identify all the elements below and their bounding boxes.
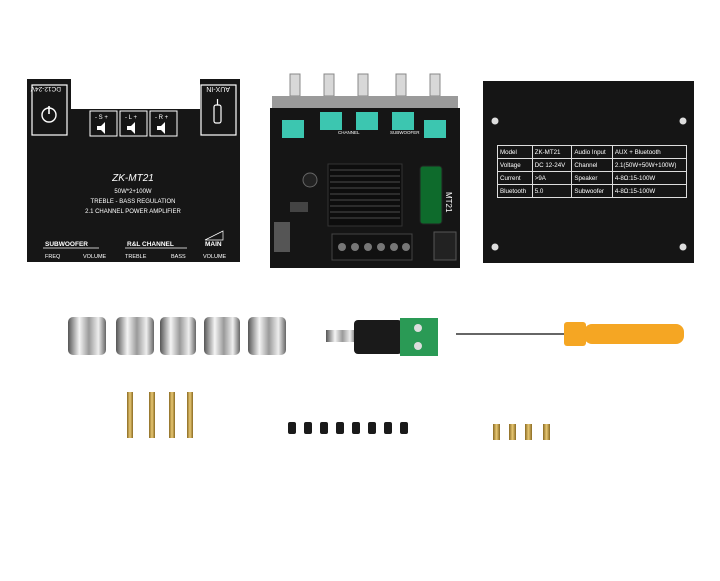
aux-label: AUX-IN (206, 85, 230, 92)
spec-cell: 4-8Ω:15-100W (611, 184, 688, 198)
power-rating: 50W*2+100W (114, 189, 152, 195)
model-name: ZK-MT21 (111, 173, 154, 184)
speaker-terminal-block (331, 233, 413, 261)
power-box (31, 84, 68, 136)
speaker-icon (157, 122, 165, 134)
amplifier-board: CHANNEL SUBWOOFER MT21 (270, 73, 460, 268)
knob-volume-main: VOLUME (203, 254, 227, 260)
svg-text:- L +: - L + (125, 115, 137, 121)
aux-jack-icon (213, 99, 222, 124)
pot-body (424, 120, 446, 138)
capacitor (419, 165, 443, 225)
spec-cell: Audio Input (571, 145, 613, 159)
spec-cell: Current (497, 171, 533, 185)
speaker-terminal-s: - S + (89, 110, 118, 137)
spec-cell: Speaker (571, 171, 613, 185)
pot-body (392, 112, 414, 130)
spec-cell: 2.1(50W+50W+100W) (611, 158, 688, 172)
section-rl: R&L CHANNEL (127, 241, 174, 248)
accessories (68, 317, 684, 440)
spec-cell: Subwoofer (571, 184, 613, 198)
feature-line-1: TREBLE - BASS REGULATION (91, 199, 176, 205)
section-main: MAIN (205, 241, 222, 248)
aux-socket (274, 222, 290, 252)
board-silk-mt21: MT21 (444, 192, 453, 213)
spec-cell: Model (497, 145, 533, 159)
knob-caps (68, 317, 286, 355)
dc-socket (433, 231, 457, 261)
svg-text:- S +: - S + (95, 115, 108, 121)
spec-cell: Voltage (497, 158, 533, 172)
power-label: DC12-24V (30, 85, 61, 92)
heatsink (327, 163, 403, 227)
spec-cell: >9A (531, 171, 573, 185)
knob-treble: TREBLE (125, 254, 147, 260)
spec-cell: Bluetooth (497, 184, 533, 198)
speaker-terminal-l: - L + (119, 110, 148, 137)
dc-jack-adapter (326, 318, 438, 356)
brass-standoffs (127, 392, 193, 438)
front-panel: DC12-24V AUX-IN - S + - L + - R + ZK-MT2… (27, 79, 240, 262)
knob-bass: BASS (171, 254, 186, 260)
board-silk-subwoofer: SUBWOOFER (390, 130, 420, 135)
spec-cell: DC 12-24V (531, 158, 573, 172)
pot-body (320, 112, 342, 130)
svg-text:- R +: - R + (155, 115, 169, 121)
spec-cell: AUX + Bluetooth (611, 145, 688, 159)
spec-cell: 4-8Ω:15-100W (611, 171, 688, 185)
black-screws (288, 422, 408, 434)
aux-box (200, 84, 237, 136)
speaker-icon (127, 122, 135, 134)
brass-nuts (493, 424, 550, 440)
section-subwoofer: SUBWOOFER (45, 241, 88, 248)
pot-body (356, 112, 378, 130)
speaker-terminal-r: - R + (149, 110, 178, 137)
volume-ramp-icon (204, 230, 224, 241)
power-icon (41, 106, 57, 123)
spec-cell: Channel (571, 158, 613, 172)
knob-freq: FREQ (45, 254, 61, 260)
potentiometer-row (289, 73, 441, 97)
spec-cell: ZK-MT21 (531, 145, 573, 159)
knob-volume-sub: VOLUME (83, 254, 107, 260)
board-silk-channel: CHANNEL (338, 130, 360, 135)
screwdriver (456, 322, 684, 346)
speaker-icon (97, 122, 105, 134)
pot-body (282, 120, 304, 138)
spec-cell: 5.0 (531, 184, 573, 198)
feature-line-2: 2.1 CHANNEL POWER AMPLIFIER (85, 209, 181, 215)
